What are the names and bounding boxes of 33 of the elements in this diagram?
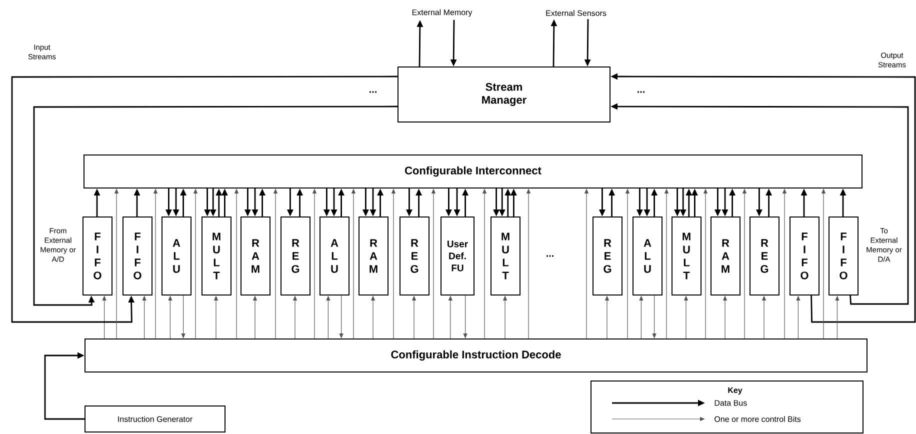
function-unit-box: RAM <box>358 216 388 296</box>
key-title: Key <box>728 387 742 395</box>
generator-box: Instruction Generator <box>84 406 226 432</box>
arrow <box>33 106 398 306</box>
function-unit-box: MULT <box>672 216 702 296</box>
function-unit-box: ALU <box>320 216 350 296</box>
legend-text: Data Bus <box>714 400 747 406</box>
arrow <box>11 76 398 323</box>
decode-bar: Configurable Instruction Decode <box>84 338 868 372</box>
legend-text: One or more control Bits <box>714 416 801 422</box>
ellipsis: ... <box>370 91 376 93</box>
interconnect-bar: Configurable Interconnect <box>84 154 862 188</box>
function-unit-box: MULT <box>202 216 232 296</box>
io-label: External Sensors <box>546 10 606 16</box>
function-unit-box: REG <box>750 216 780 296</box>
function-unit-box: ALU <box>632 216 662 296</box>
manager-box: Stream Manager <box>398 66 610 122</box>
function-unit-box: REG <box>592 216 622 296</box>
ellipsis: ... <box>546 255 554 257</box>
ellipsis: ... <box>638 91 644 93</box>
function-unit-box: User Def. FU <box>440 216 474 296</box>
function-unit-box: FIFO <box>790 216 820 296</box>
function-unit-box: FIFO <box>122 216 152 296</box>
function-unit-box: ALU <box>162 216 192 296</box>
function-unit-box: REG <box>280 216 310 296</box>
function-unit-box: MULT <box>490 216 520 296</box>
function-unit-box: REG <box>400 216 430 296</box>
io-label: External Memory <box>412 9 472 17</box>
function-unit-box: RAM <box>240 216 270 296</box>
function-unit-box: FIFO <box>82 216 112 296</box>
function-unit-box: RAM <box>710 216 740 296</box>
function-unit-box: FIFO <box>828 216 858 296</box>
arrow <box>44 352 84 420</box>
